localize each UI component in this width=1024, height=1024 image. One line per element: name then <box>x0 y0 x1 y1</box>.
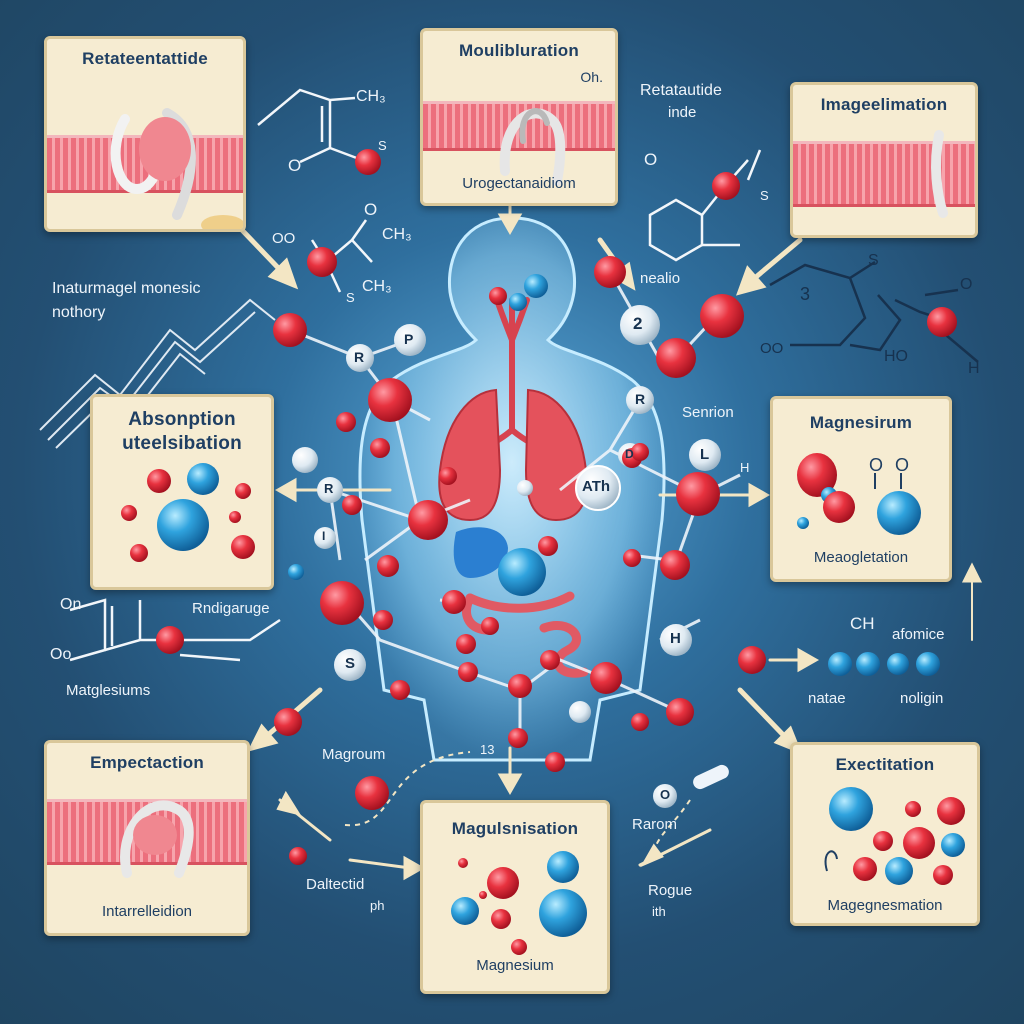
panel-top-right: Imageelimation <box>790 82 978 238</box>
label-retataude: Retatautide <box>640 82 722 99</box>
chem-o-a: O <box>288 156 302 175</box>
panel-mid-right: Magnesirum O O Meaogletation <box>770 396 952 582</box>
chem-s-c: S <box>760 188 769 203</box>
lungs <box>438 388 588 522</box>
chem-structure-left <box>69 598 281 662</box>
chem-s-b: S <box>346 290 355 305</box>
chem-o-b: O <box>644 150 658 169</box>
node-letter-atp: ATh <box>582 478 611 495</box>
chem-s-a: S <box>378 138 387 153</box>
svg-text:O: O <box>869 455 883 475</box>
label-ith: ith <box>652 904 666 919</box>
node-letter-r3: R <box>324 481 334 496</box>
node-letter-d: D <box>625 447 634 461</box>
label-inde: inde <box>668 104 697 121</box>
membrane-protein-illustration <box>499 108 566 186</box>
label-rarom: Rarom <box>632 816 678 833</box>
node-letter-l: L <box>700 446 710 463</box>
panel-bottom-left: Empectaction Intarrelleidion <box>44 740 250 936</box>
dashed-connectors <box>344 751 691 861</box>
chem-ch3-a: CH₃ <box>356 88 386 105</box>
svg-text:O: O <box>895 455 909 475</box>
chem-ch-right: CH <box>850 614 875 633</box>
label-noligin: noligin <box>900 690 944 707</box>
panel-title: Retateentattide <box>82 49 208 68</box>
panel-title: Empectaction <box>90 753 204 772</box>
liver <box>453 527 508 578</box>
atom-cluster-illustration <box>121 463 255 562</box>
panel-title: Absonption <box>128 409 236 430</box>
panel-title: Exectitation <box>835 755 935 774</box>
panel-bottom-center: Magulsnisation Magnesium <box>420 800 610 994</box>
panel-caption: Meaogletation <box>813 549 909 566</box>
membrane-protein-illustration <box>931 130 948 218</box>
chem-ch3-c: CH₃ <box>362 278 392 295</box>
label-ph: ph <box>370 898 385 913</box>
chem-o-c: O <box>364 200 378 219</box>
node-letter-p: P <box>404 331 414 347</box>
node-letter-2: 2 <box>633 314 643 333</box>
chem-oo-ring: OO <box>760 340 784 357</box>
chem-oo-left: Oo <box>50 646 72 663</box>
chem-oo-top: OO <box>272 230 296 247</box>
node-letter-h: H <box>670 630 681 647</box>
chem-h-ring: H <box>968 360 980 377</box>
chem-structure-top <box>257 88 363 164</box>
label-senrion: Senrion <box>682 404 734 421</box>
panel-caption: Magegnesmation <box>827 897 943 914</box>
cell-membrane <box>793 141 975 207</box>
node-letter-i: I <box>322 529 326 543</box>
panel-top-left: Retateentattide <box>44 36 246 232</box>
atom-cluster-illustration <box>451 851 587 955</box>
chem-ch3-b: CH₃ <box>382 226 412 243</box>
panel-title: Imageelimation <box>820 95 948 114</box>
panel-title: Magnesirum <box>809 413 913 432</box>
label-left-heading-1: Inaturmagel monesic <box>52 280 201 297</box>
chem-ring-top-right <box>648 149 762 262</box>
label-natae: natae <box>808 690 846 707</box>
panel-title: Magulsnisation <box>451 819 579 838</box>
chem-ho: HO <box>884 348 908 365</box>
node-letter-s: S <box>345 655 356 672</box>
chem-s-ring: S <box>868 252 879 269</box>
blue-atoms <box>288 274 940 723</box>
panel-subtitle: uteelsibation <box>122 433 242 454</box>
node-letter-r1: R <box>354 349 365 365</box>
panel-top-center: Moulibluration Oh. Urogectanaidiom <box>420 28 618 206</box>
membrane-protein-illustration <box>110 108 243 229</box>
atom-cluster-illustration <box>824 787 965 885</box>
panel-caption: Magnesium <box>476 957 554 974</box>
panel-title: Moulibluration <box>459 41 579 60</box>
chem-3: 3 <box>800 284 811 304</box>
chem-h-b: H <box>740 460 750 475</box>
membrane-protein-illustration <box>120 800 194 878</box>
panel-caption: Urogectanaidiom <box>462 175 576 192</box>
label-13: 13 <box>480 742 495 757</box>
label-left-heading-2: nothory <box>52 304 106 321</box>
label-magroum: Magroum <box>322 746 386 763</box>
red-atoms <box>156 149 957 865</box>
chem-o-ring: O <box>960 276 973 293</box>
label-daltectid: Daltectid <box>306 876 365 893</box>
label-rndigaruge: Rndigaruge <box>192 600 270 617</box>
label-rogue: Rogue <box>648 882 693 899</box>
label-afomice: afomice <box>892 626 945 643</box>
panel-bottom-right: Exectitation Magegnesmation <box>790 742 980 926</box>
pill-capsule <box>693 764 729 790</box>
atom-cluster-illustration: O O <box>797 453 921 535</box>
panel-note: Oh. <box>580 69 603 85</box>
panel-mid-left: Absonption uteelsibation <box>90 394 274 590</box>
label-nealio: nealio <box>640 270 681 287</box>
node-letter-o: O <box>660 787 671 802</box>
chem-oh-left: On <box>60 596 82 613</box>
panel-caption: Intarrelleidion <box>101 903 193 920</box>
human-body-silhouette <box>358 216 666 762</box>
label-matglesiums: Matglesiums <box>66 682 151 699</box>
stomach <box>498 548 546 596</box>
node-letter-r2: R <box>635 391 646 407</box>
